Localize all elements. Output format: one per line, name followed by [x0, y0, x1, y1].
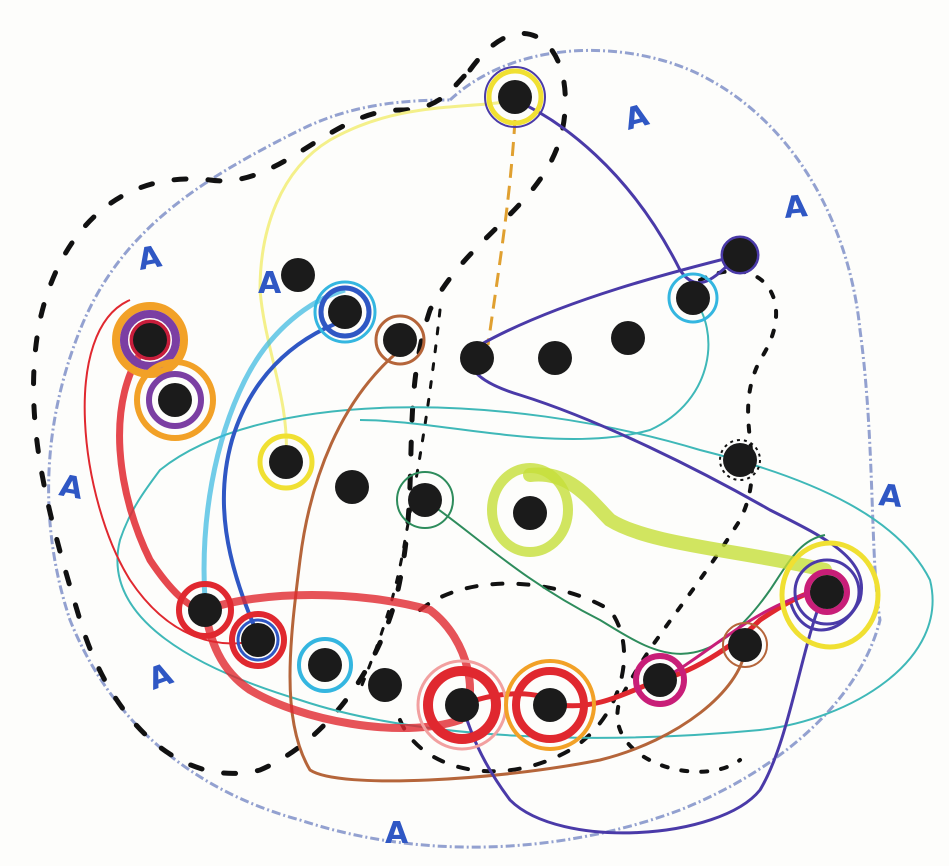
black-dot — [810, 575, 844, 609]
blue-ring — [318, 285, 372, 339]
pale-yellow-line — [258, 98, 516, 461]
black-dot — [335, 470, 369, 504]
black-dot — [538, 341, 572, 375]
black-dot — [133, 323, 167, 357]
brown-ring — [722, 622, 768, 668]
pencil-letter-mark: A — [144, 656, 179, 697]
magenta-ring — [804, 569, 850, 615]
black-dot — [728, 628, 762, 662]
brown-ring — [374, 314, 426, 366]
light-blue-ring — [313, 280, 377, 344]
black-dot — [445, 688, 479, 722]
orange-dashed-line — [486, 119, 517, 346]
light-blue-crayon-line — [201, 287, 346, 601]
crimson-ring — [129, 319, 171, 361]
pencil-letter-mark: A — [258, 266, 282, 301]
black-dot — [498, 80, 532, 114]
black-dot — [241, 623, 275, 657]
pencil-letter-mark: A — [57, 468, 87, 507]
pencil-letter-mark: A — [877, 478, 904, 515]
pencil-letter-mark: A — [621, 98, 653, 138]
pencil-letter-mark: A — [135, 239, 165, 278]
brown-line — [288, 348, 747, 783]
yellow-loop-right — [779, 540, 881, 650]
black-dot — [281, 258, 315, 292]
black-dashed-loop-right — [615, 269, 779, 774]
black-dashed-loop-bottom — [398, 581, 626, 774]
indigo-ring — [793, 558, 861, 626]
lime-crayon-loop — [487, 463, 573, 557]
black-dot — [611, 321, 645, 355]
indigo-ring — [484, 66, 546, 128]
lime-crayon-stroke — [523, 467, 832, 577]
black-dot — [269, 445, 303, 479]
black-dot — [308, 648, 342, 682]
black-dot — [408, 483, 442, 517]
pencil-letter-mark: A — [783, 189, 810, 226]
black-dot — [460, 341, 494, 375]
purple-ring — [120, 310, 180, 370]
red-ring — [512, 667, 588, 743]
black-dot — [158, 383, 192, 417]
light-blue-ring — [667, 272, 719, 324]
black-dot — [383, 323, 417, 357]
black-dot — [188, 593, 222, 627]
teal-thin-loop-large — [116, 406, 934, 739]
black-dot — [676, 281, 710, 315]
teal-thin-loop-right — [359, 297, 710, 440]
green-ring — [396, 471, 454, 529]
pencil-letter-mark: A — [385, 816, 409, 851]
indigo-line-mid — [468, 253, 863, 632]
yellow-ring — [257, 433, 315, 491]
black-dot — [368, 668, 402, 702]
indigo-ring — [720, 235, 760, 275]
black-dot — [513, 496, 547, 530]
black-dot — [643, 663, 677, 697]
yellow-ring — [486, 68, 544, 126]
black-dot — [328, 295, 362, 329]
magenta-ring — [633, 653, 687, 707]
red-ring — [176, 581, 234, 639]
indigo-line-top — [514, 98, 741, 285]
indigo-line-bottom — [460, 589, 827, 835]
red-ring — [229, 611, 287, 669]
black-dot — [723, 443, 757, 477]
purple-ring — [146, 371, 204, 429]
black-dotted-ring — [719, 439, 761, 481]
royal-blue-line — [221, 318, 346, 636]
light-blue-ring — [297, 637, 353, 693]
orange-ring — [134, 359, 216, 441]
orange-ring — [504, 659, 596, 751]
black-dot — [533, 688, 567, 722]
blue-ring — [236, 618, 280, 662]
red-ring — [423, 666, 501, 744]
black-dot — [723, 238, 757, 272]
outer-boundary-stroke — [47, 48, 882, 849]
